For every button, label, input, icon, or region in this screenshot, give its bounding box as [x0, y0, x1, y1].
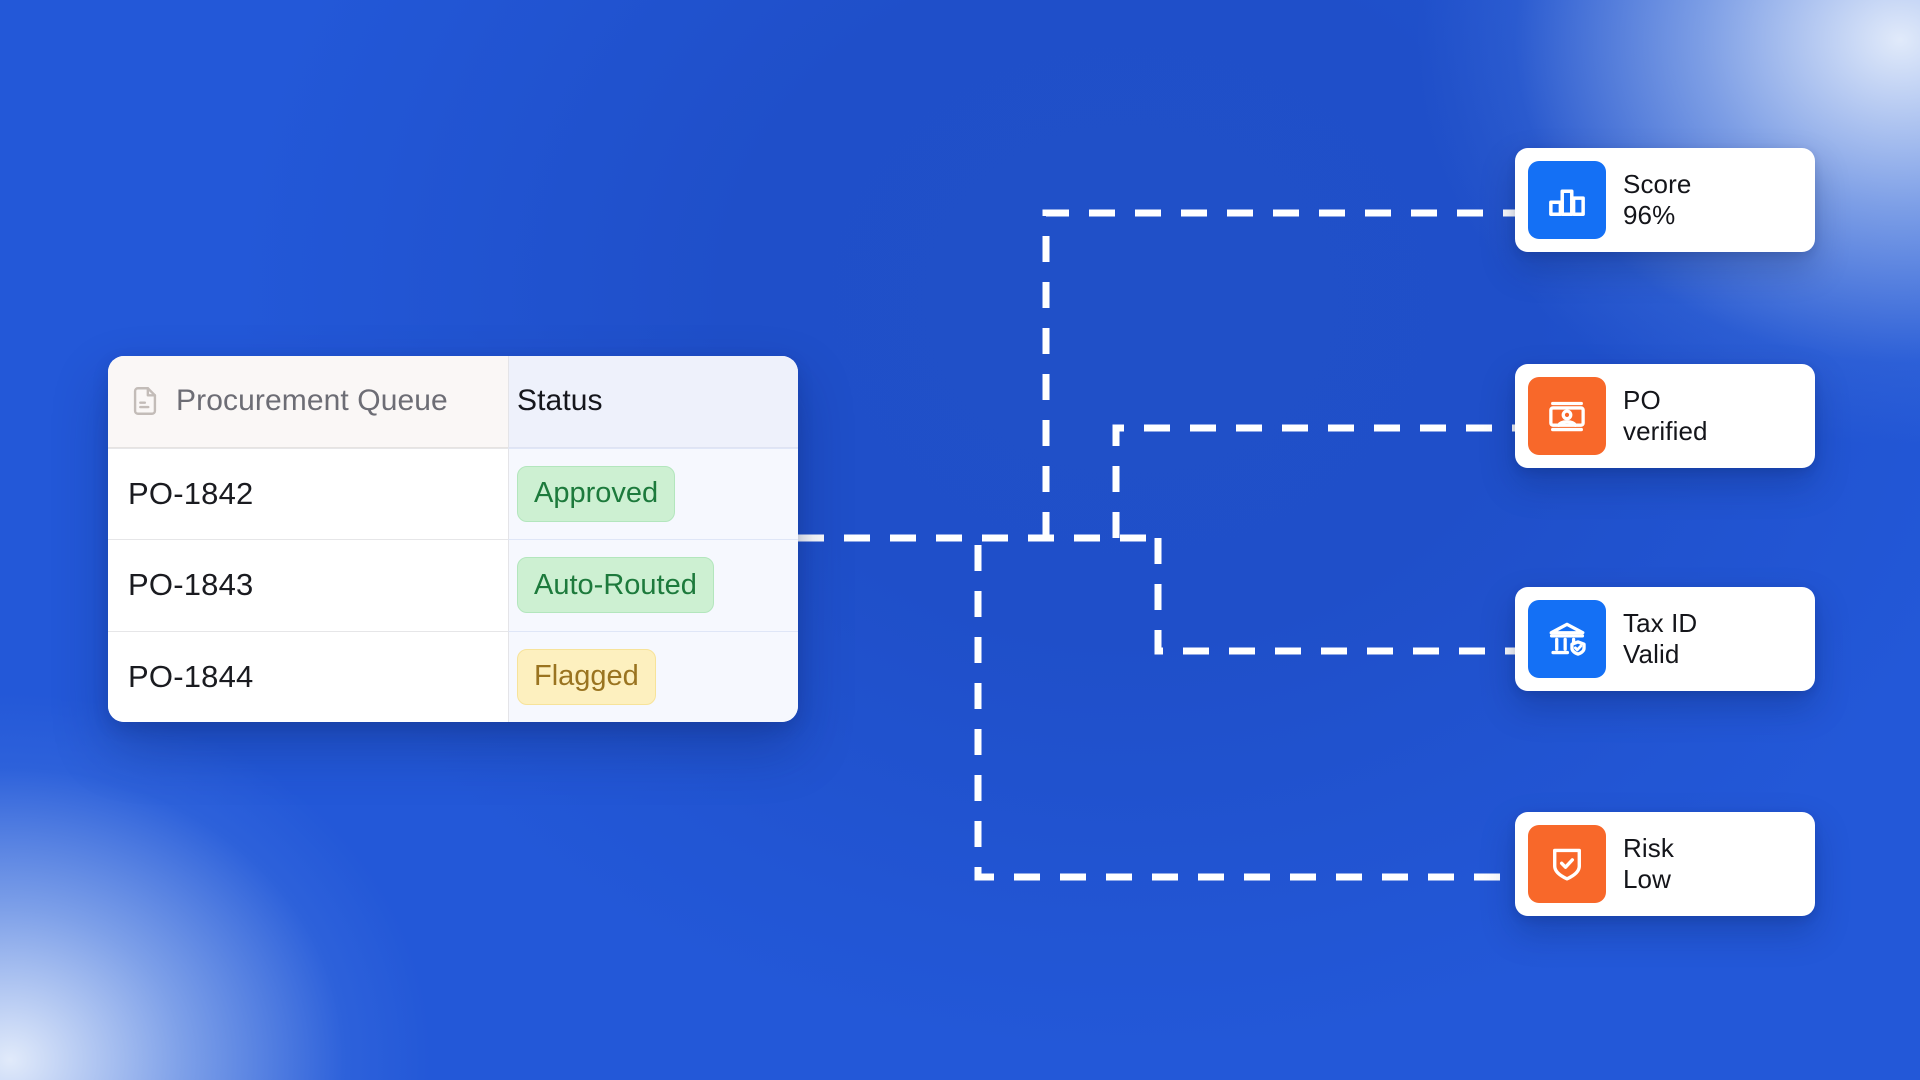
wire-to-po-verified	[1112, 424, 1515, 538]
status-badge: Auto-Routed	[517, 557, 714, 614]
status-badge: Approved	[517, 465, 676, 522]
po-number-text: PO-1842	[128, 475, 254, 511]
chip-po-verified[interactable]: PO verified	[1515, 364, 1815, 468]
status-badge: Flagged	[517, 648, 656, 705]
table-header-row: Procurement Queue Status	[108, 356, 798, 448]
chip-tax-id-text: Tax ID Valid	[1623, 608, 1697, 669]
chip-score[interactable]: Score 96%	[1515, 148, 1815, 252]
chip-line-1: Score	[1623, 169, 1692, 200]
chip-risk[interactable]: Risk Low	[1515, 812, 1815, 916]
chip-line-1: Tax ID	[1623, 608, 1698, 639]
bank-verified-icon	[1528, 600, 1606, 678]
chip-risk-text: Risk Low	[1623, 833, 1674, 894]
cell-status: Auto-Routed	[508, 539, 798, 631]
header-label-status: Status	[517, 384, 603, 418]
id-card-icon	[1528, 377, 1606, 455]
cell-status: Approved	[508, 447, 798, 539]
table-row[interactable]: PO-1844 Flagged	[108, 630, 798, 722]
wire-to-risk	[974, 545, 1515, 881]
chip-line-2: Valid	[1623, 639, 1680, 669]
cell-po-number: PO-1844	[108, 630, 508, 722]
header-label-name: Procurement Queue	[176, 384, 448, 418]
document-icon	[133, 387, 157, 416]
header-cell-name: Procurement Queue	[108, 356, 508, 448]
cell-po-number: PO-1842	[108, 447, 508, 539]
cell-status: Flagged	[508, 630, 798, 722]
chip-tax-id[interactable]: Tax ID Valid	[1515, 587, 1815, 691]
wire-to-tax-id	[1154, 538, 1515, 655]
chip-line-2: Low	[1623, 864, 1671, 894]
table-row[interactable]: PO-1842 Approved	[108, 447, 798, 539]
header-cell-status: Status	[508, 356, 798, 448]
po-number-text: PO-1844	[128, 658, 254, 694]
chip-po-verified-text: PO verified	[1623, 385, 1708, 446]
table-row[interactable]: PO-1843 Auto-Routed	[108, 539, 798, 631]
chip-line-1: Risk	[1623, 833, 1674, 864]
po-number-text: PO-1843	[128, 567, 254, 603]
shield-check-icon	[1528, 825, 1606, 903]
chip-line-1: PO	[1623, 385, 1661, 416]
procurement-queue-table: Procurement Queue Status PO-1842 Approve…	[108, 356, 798, 722]
chip-line-2: verified	[1623, 416, 1708, 446]
bar-chart-icon	[1528, 161, 1606, 239]
wire-to-score	[1042, 209, 1515, 538]
cell-po-number: PO-1843	[108, 539, 508, 631]
chip-line-2: 96%	[1623, 200, 1676, 230]
chip-score-text: Score 96%	[1623, 169, 1691, 230]
